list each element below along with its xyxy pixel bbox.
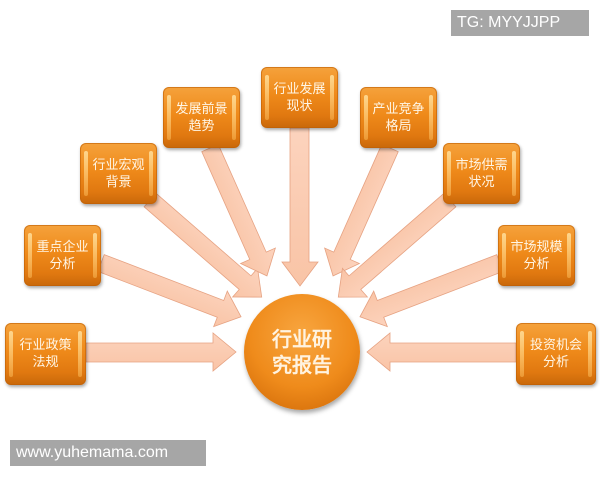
node-key-companies: 重点企业 分析	[24, 225, 101, 286]
watermark-url: www.yuhemama.com	[10, 440, 206, 466]
node-label: 投资机会 分析	[529, 338, 582, 370]
node-market-size: 市场规模 分析	[498, 225, 575, 286]
node-label: 市场供需 状况	[455, 157, 508, 190]
arrow-status	[281, 127, 319, 287]
arrow-investment	[366, 332, 517, 372]
node-investment: 投资机会 分析	[516, 323, 596, 385]
node-label: 市场规模 分析	[510, 239, 563, 272]
arrow-policy	[85, 332, 237, 372]
arrow-supply-demand	[337, 192, 457, 298]
node-label: 行业政策 法规	[19, 338, 72, 370]
center-label: 行业研 究报告	[272, 327, 332, 377]
node-policy: 行业政策 法规	[5, 323, 86, 385]
node-label: 行业发展 现状	[273, 81, 326, 114]
center-node: 行业研 究报告	[244, 294, 360, 410]
node-label: 发展前景 趋势	[175, 101, 228, 134]
node-supply-demand: 市场供需 状况	[443, 143, 520, 204]
arrow-outlook	[201, 143, 276, 277]
arrow-key-companies	[97, 254, 242, 328]
node-status: 行业发展 现状	[261, 67, 338, 128]
arrow-competition	[324, 143, 399, 277]
node-label: 行业宏观 背景	[92, 157, 145, 190]
node-label: 产业竞争 格局	[372, 101, 425, 134]
node-competition: 产业竞争 格局	[360, 87, 437, 148]
arrow-macro	[143, 192, 263, 298]
node-outlook: 发展前景 趋势	[163, 87, 240, 148]
arrow-market-size	[359, 254, 504, 328]
node-label: 重点企业 分析	[36, 239, 89, 272]
node-macro: 行业宏观 背景	[80, 143, 157, 204]
watermark-tg: TG: MYYJJPP	[451, 10, 589, 36]
